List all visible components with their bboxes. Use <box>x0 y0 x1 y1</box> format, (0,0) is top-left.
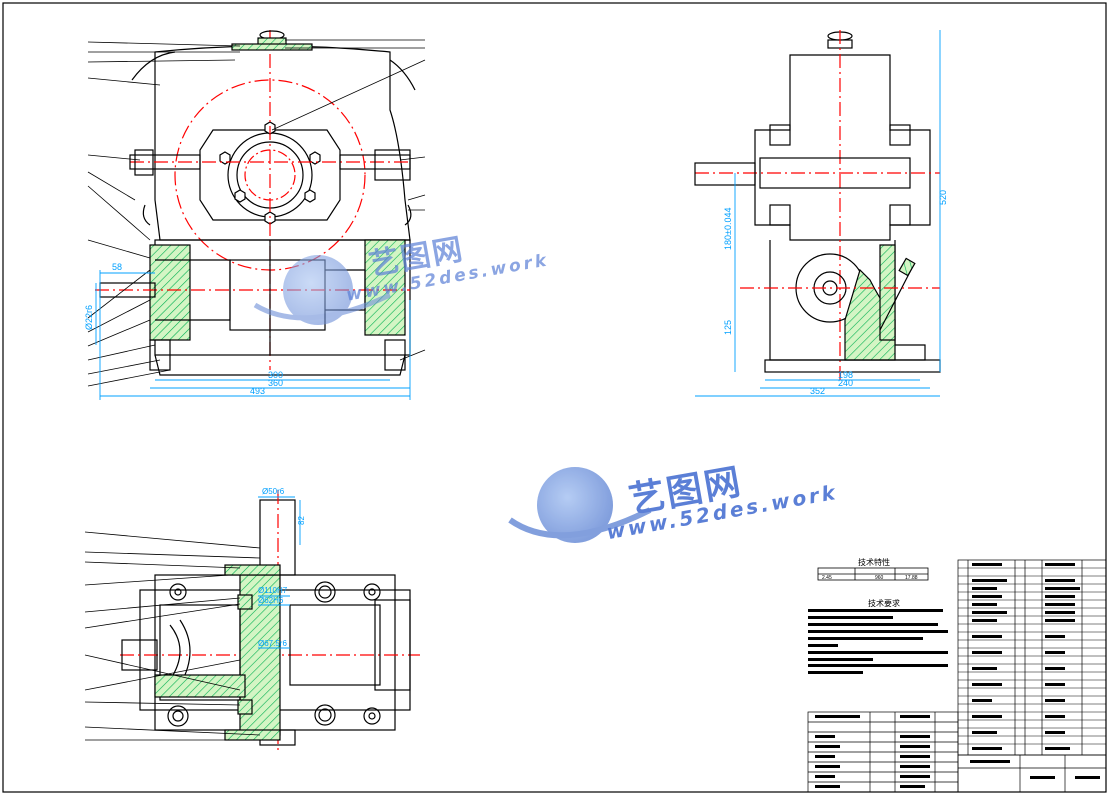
side-view <box>694 30 941 380</box>
dim-125: 125 <box>723 320 733 335</box>
tech-char-val-2: 17.88 <box>905 575 918 581</box>
front-view <box>95 30 416 376</box>
front-view-dims <box>95 270 411 400</box>
parts-list-rows <box>958 567 1106 745</box>
dim-62: Ø62H6 <box>258 596 284 605</box>
dim-50r6: Ø50r6 <box>262 487 285 496</box>
dim-180: 180±0.044 <box>723 208 733 250</box>
tech-req-title: 技术要求 <box>868 598 900 608</box>
plan-view <box>120 490 420 750</box>
plan-view-leaders <box>84 531 261 741</box>
parts-list-fill <box>972 563 1080 750</box>
tech-char-val-0: 2.45 <box>822 575 832 581</box>
dim-d1: Ø22r6 <box>84 305 94 330</box>
dim-240: 240 <box>838 378 853 388</box>
dim-360: 360 <box>268 378 283 388</box>
title-block <box>807 711 1107 793</box>
dim-493: 493 <box>250 386 265 396</box>
dim-58: 58 <box>112 262 122 272</box>
plan-view-dims <box>258 496 301 649</box>
tech-char-val-1: 960 <box>875 575 884 581</box>
tech-req-lines <box>808 609 948 674</box>
dim-300: 300 <box>268 370 283 380</box>
dim-82: 82 <box>297 516 306 525</box>
dim-520: 520 <box>938 190 948 205</box>
dim-352: 352 <box>810 386 825 396</box>
front-view-leaders <box>87 39 426 387</box>
tech-char-title: 技术特性 <box>858 557 890 567</box>
watermark-logo-top <box>253 255 392 325</box>
dim-67: Ø67.5r6 <box>258 639 287 648</box>
watermark-logo-center <box>508 467 652 543</box>
side-view-dims <box>695 30 941 397</box>
tech-char-table <box>817 567 929 581</box>
title-block-fill <box>815 715 1100 788</box>
dim-198: 198 <box>838 370 853 380</box>
dim-110: Ø110H7 <box>258 586 288 595</box>
